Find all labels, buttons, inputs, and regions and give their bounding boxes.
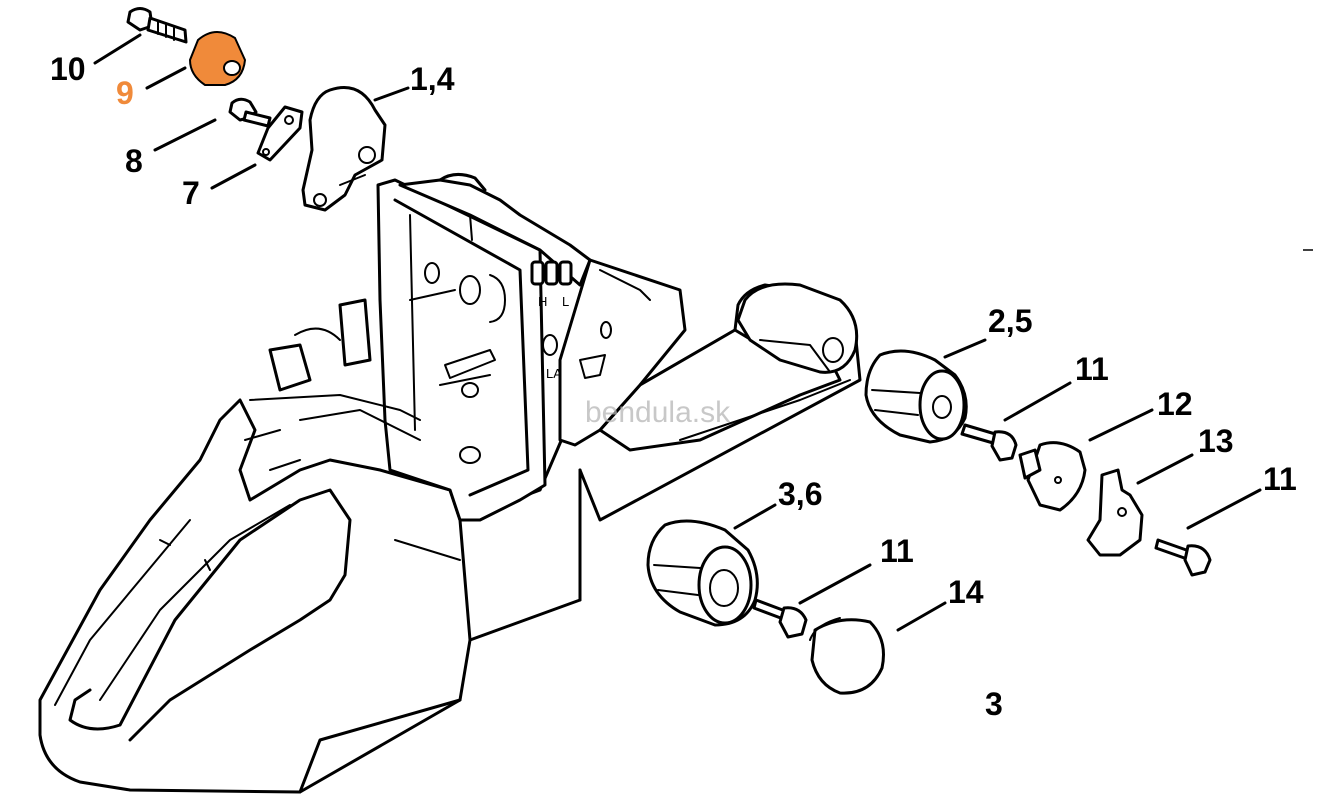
rubber-buffer-part-2-5 [864,349,968,444]
label-11b: 11 [1263,461,1297,497]
leader-lines [93,33,1262,632]
label-3-6: 3,6 [778,476,822,512]
mark-la: LA [546,366,562,381]
adjuster-slots: H L LA [530,260,573,381]
cover-plate-part [301,86,387,212]
label-11a: 11 [1075,351,1109,387]
label-8: 8 [125,143,143,179]
mark-h: H [538,294,547,309]
part-9-highlighted [188,31,247,86]
label-7: 7 [182,175,200,211]
label-10: 10 [50,51,86,87]
label-12: 12 [1157,386,1193,422]
cam-part-12 [1018,441,1087,512]
label-3: 3 [985,686,1003,722]
screw-part-11a [960,423,1018,462]
rubber-buffer-part-3-6 [646,519,759,627]
plug-part-14 [809,617,885,695]
watermark-text: bendula.sk [585,396,731,429]
mark-l: L [562,294,569,309]
bolt-part-8 [228,97,272,128]
screw-part-11c [752,598,808,639]
part-labels: 10 9 8 7 1,4 2,5 11 12 13 11 3,6 11 14 3 [50,51,1297,722]
label-14: 14 [948,574,984,610]
label-9: 9 [116,75,134,111]
label-11c: 11 [880,533,914,569]
screw-part-10 [126,7,188,44]
label-13: 13 [1198,423,1234,459]
engine-housing: H L LA [38,173,862,794]
plate-part-7 [256,105,304,162]
label-2-5: 2,5 [988,303,1032,339]
screw-part-11b [1154,538,1212,577]
label-1-4: 1,4 [410,61,455,97]
lever-part-13 [1086,468,1144,557]
